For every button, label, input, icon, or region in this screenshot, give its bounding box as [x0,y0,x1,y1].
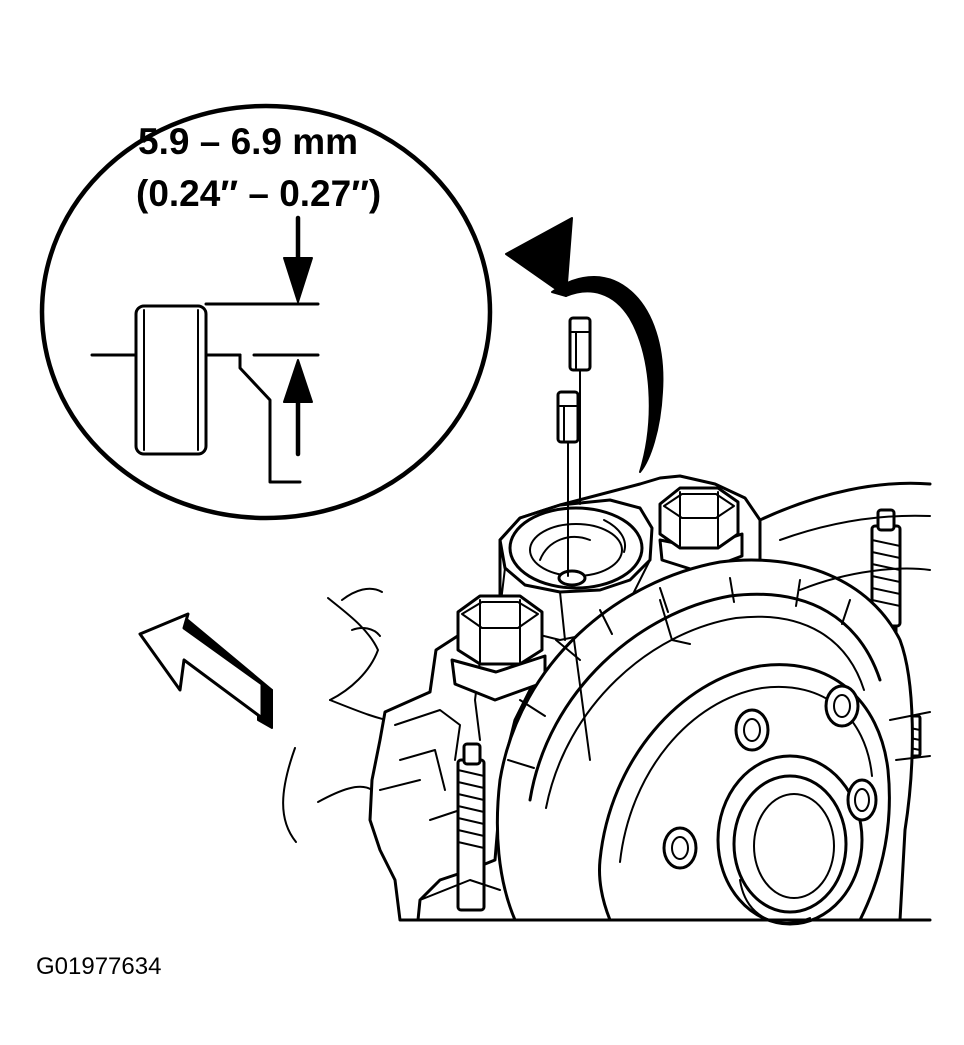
bolt-front [450,594,547,702]
measurement-mm: 5.9 – 6.9 mm [138,121,358,162]
arrow-icon [283,215,313,457]
detail-block-surface [90,302,320,484]
dowel-pin-upper [568,316,592,372]
dowel-pins [556,316,592,577]
stud-left [456,742,486,912]
bolt-rear [658,486,744,574]
flange-bolt-holes [662,684,878,870]
curved-arrow-icon [505,217,664,473]
measurement-inches: (0.24″ – 0.27″) [136,173,381,214]
detail-view: 5.9 – 6.9 mm (0.24″ – 0.27″) [39,103,493,521]
detail-dowel-pin [134,304,208,456]
engine-block [282,474,932,926]
dowel-pin-lower [556,390,580,444]
figure-id: G01977634 [36,953,161,980]
seal-housing [495,481,932,926]
block-arrow-left-icon [138,612,273,729]
